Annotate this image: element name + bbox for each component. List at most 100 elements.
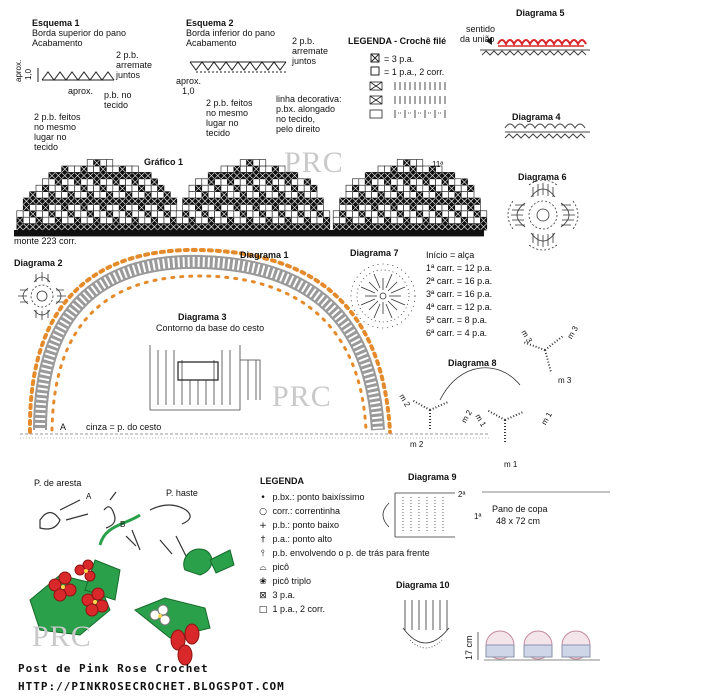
filet-cell [416,216,424,224]
filet-cell [403,165,411,173]
filet-cross [371,172,379,180]
filet-cross [207,216,215,224]
filet-cross [239,172,247,180]
filet-cell [480,210,488,218]
filet-cross [377,172,385,180]
filet-cross [233,172,241,180]
filet-cross [259,210,267,218]
filet-cross [144,191,152,199]
grafico1-title: Gráfico 1 [144,157,184,167]
filet-cross [112,223,120,231]
filet-cell [74,184,82,192]
file-legend-symbols [369,53,446,119]
filet-cross [233,184,241,192]
filet-cross [35,216,43,224]
filet-cell [396,216,404,224]
filet-cell [42,210,50,218]
esquema1-pb-no: p.b. no [104,90,132,100]
filet-cross [403,159,411,167]
esquema2-pb: 2 p.b. [292,36,315,46]
filet-cross [93,178,101,186]
filet-cell [265,191,273,199]
diagrama7-row2: 2ª carr. = 16 p.a. [426,276,493,286]
filet-cross [339,197,347,205]
filet-cross [246,223,254,231]
diagrama5-sentido1: sentido [466,24,496,34]
filet-cell [422,165,430,173]
filet-cross [239,210,247,218]
filet-cell [207,191,215,199]
filet-cross [364,216,372,224]
esquema2-zigzag [189,61,287,73]
diagrama9-fan [382,492,455,538]
filet-cross [106,210,114,218]
filet-cell [460,191,468,199]
filet-cross [239,223,247,231]
filet-cell [409,216,417,224]
filet-cross [448,197,456,205]
filet-cross [460,197,468,205]
filet-cell [259,216,267,224]
filet-cell [42,178,50,186]
filet-cell [195,178,203,186]
footer-url[interactable]: HTTP://PINKROSECROCHET.BLOGSPOT.COM [18,680,285,693]
legend-text: p.b.: ponto baixo [270,520,340,530]
filet-cell [80,210,88,218]
filet-cell [454,184,462,192]
esquema1-aprox-side: aprox. [14,59,23,82]
filet-cell [345,204,353,212]
filet-cell [252,210,260,218]
filet-cell [227,191,235,199]
filet-cell [384,191,392,199]
filet-cell [473,204,481,212]
filet-cross [441,197,449,205]
filet-cell [22,210,30,218]
filet-cross [467,204,475,212]
filet-cell [332,210,340,218]
filet-cell [214,178,222,186]
watermark-top: PRC [284,146,344,179]
file-legend-item1: = 3 p.a. [384,54,415,64]
filet-cell [227,184,235,192]
legend-text: picô [270,562,290,572]
filet-cell [93,210,101,218]
filet-cell [112,191,120,199]
filet-cell [118,178,126,186]
esquema2-linha2: p.bx. alongado [276,104,336,114]
filet-cross [409,172,417,180]
filet-cell [163,204,171,212]
filet-cross [291,223,299,231]
filet-cross [80,172,88,180]
filet-cross [112,216,120,224]
filet-cross [390,223,398,231]
filet-cross [246,159,254,167]
filet-cross [118,204,126,212]
filet-cross [316,223,324,231]
legend-symbol-icon: † [260,535,266,545]
filet-cell [112,165,120,173]
filet-cross [214,197,222,205]
filet-cell [106,204,114,212]
filet-cross [61,223,69,231]
legend-symbol-icon: ⌓ [259,563,267,573]
filet-cross [67,210,75,218]
filet-cross [125,223,133,231]
filet-cell [435,165,443,173]
filet-cross [390,204,398,212]
filet-cell [220,216,228,224]
filet-cell [22,216,30,224]
filet-cell [67,178,75,186]
filet-cell [265,165,273,173]
filet-cell [390,191,398,199]
filet-cross [352,223,360,231]
filet-cross [150,216,158,224]
filet-cell [467,216,475,224]
filet-cell [227,165,235,173]
filet-cell [252,178,260,186]
legend-item: ❀ picô triplo [256,576,311,587]
filet-cell [377,204,385,212]
filet-cross [390,197,398,205]
filet-cross [125,197,133,205]
filet-cross [435,172,443,180]
legend-item: ⫯ p.b. envolvendo o p. de trás para fren… [256,548,430,559]
